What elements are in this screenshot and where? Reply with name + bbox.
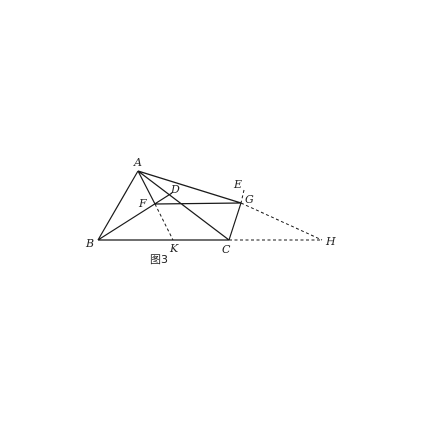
label-point-A: A — [133, 156, 142, 169]
label-point-E: E — [233, 178, 242, 191]
segment-AB — [97, 170, 139, 241]
segment-BD — [97, 192, 173, 241]
segment-AC — [137, 170, 230, 241]
label-point-C: C — [222, 243, 231, 256]
label-point-H: H — [325, 235, 336, 248]
segment-GH-dashed — [240, 202, 323, 241]
segment-GC — [228, 202, 242, 241]
label-point-B: B — [85, 237, 94, 250]
label-point-K: K — [169, 242, 179, 255]
segment-AF — [137, 170, 156, 205]
figure-caption: 图3 — [150, 253, 168, 266]
segment-FK-dashed — [154, 203, 174, 241]
label-point-D: D — [170, 183, 180, 196]
label-point-F: F — [138, 197, 147, 210]
segment-FG — [154, 202, 242, 205]
segment-EG-dashed — [240, 189, 245, 204]
label-point-G: G — [245, 193, 254, 206]
segment-AG — [137, 170, 242, 204]
